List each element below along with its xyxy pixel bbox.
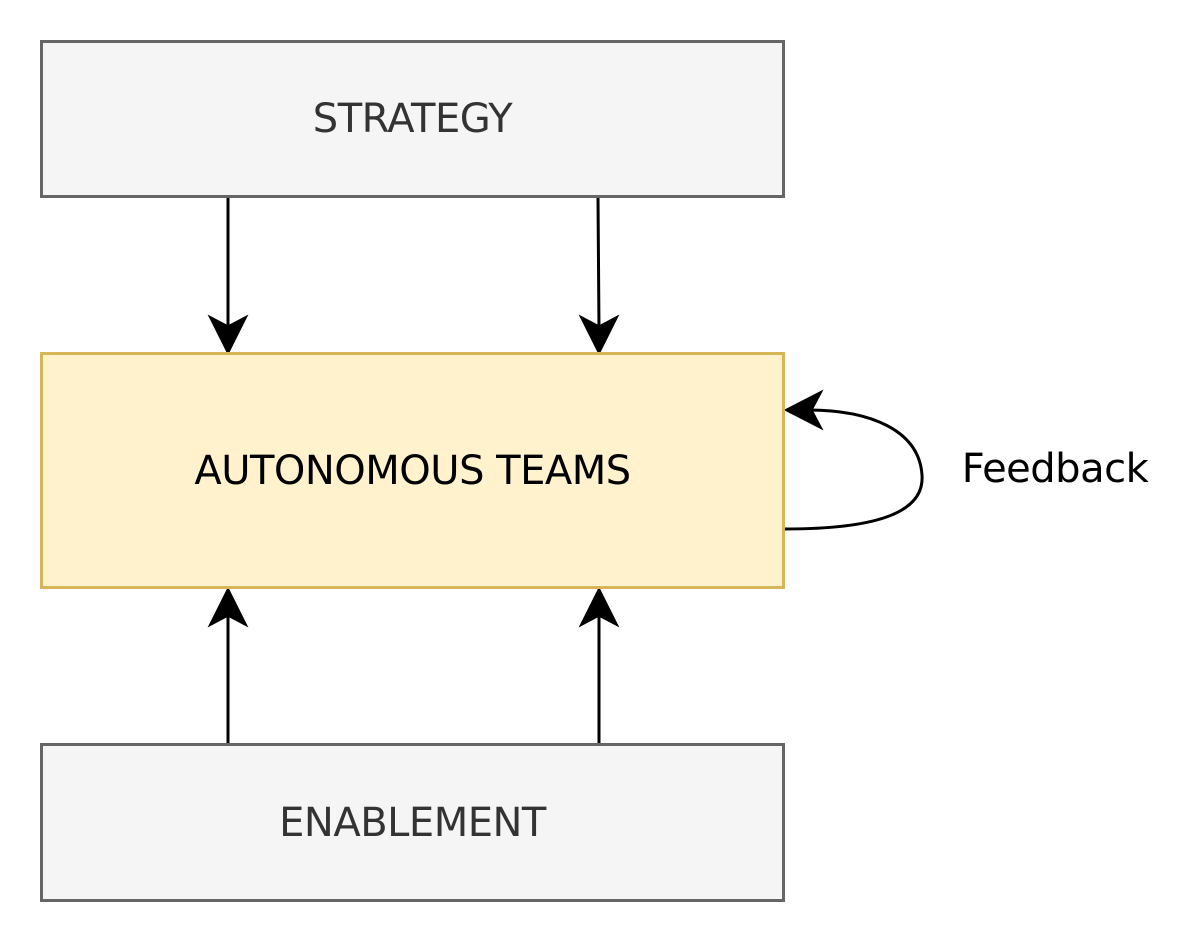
enablement-label: ENABLEMENT (279, 799, 546, 846)
arrowhead-strategy-left (207, 314, 249, 356)
arrowhead-strategy-right (578, 314, 620, 356)
arrowhead-enablement-left (207, 586, 249, 628)
edge-strategy-to-teams-right (596, 197, 601, 331)
arrowhead-feedback (783, 389, 824, 431)
autonomous-teams-box: AUTONOMOUS TEAMS (40, 352, 785, 589)
arrowhead-enablement-right (578, 586, 620, 628)
edge-feedback-loop (784, 408, 924, 531)
enablement-box: ENABLEMENT (40, 743, 785, 902)
feedback-label: Feedback (961, 446, 1149, 492)
strategy-label: STRATEGY (312, 96, 513, 142)
autonomous-teams-label: AUTONOMOUS TEAMS (194, 447, 631, 494)
strategy-box: STRATEGY (40, 40, 785, 198)
